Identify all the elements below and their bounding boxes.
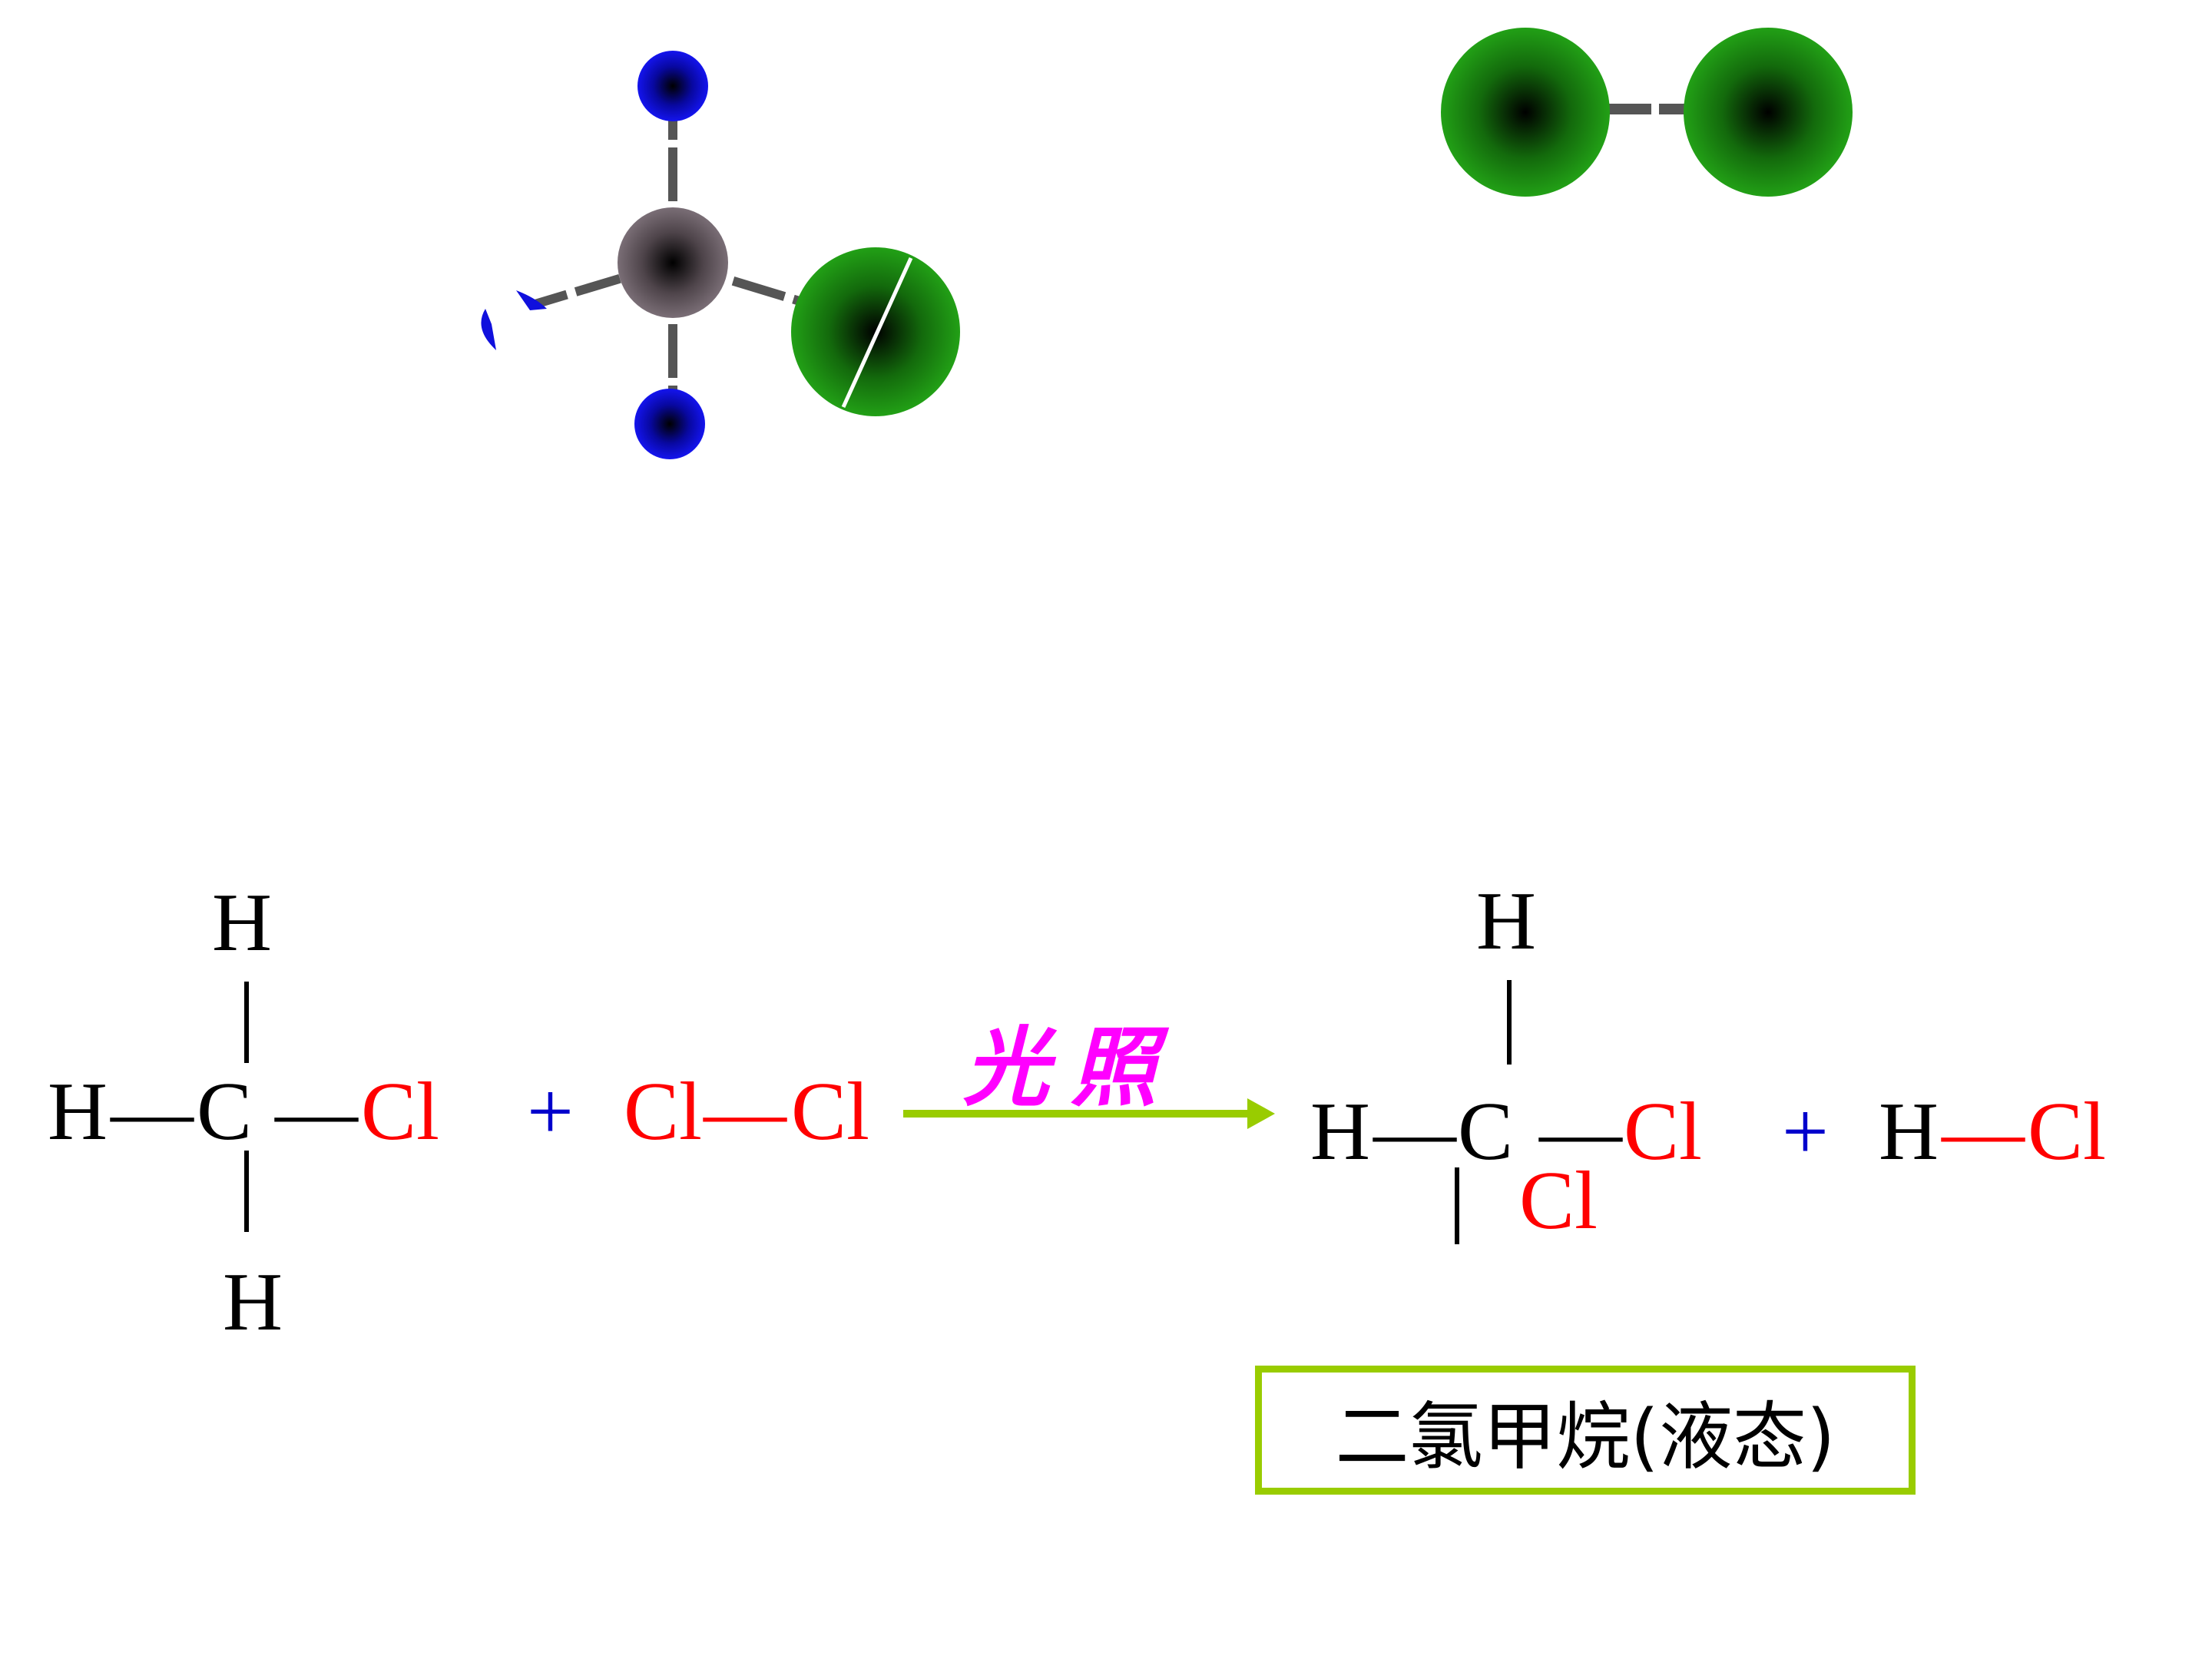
ch3cl-bond-bottom — [244, 1151, 249, 1232]
ch2cl2-chlorine-right: Cl — [1624, 1086, 1703, 1177]
product-label: 二氯甲烷(液态) — [1335, 1393, 1836, 1480]
cl2-chlorine-b: Cl — [791, 1066, 870, 1157]
cl2-chlorine-a: Cl — [624, 1066, 703, 1157]
reaction-arrow — [903, 1098, 1275, 1129]
ch2cl2-bond-bottom — [1455, 1167, 1459, 1244]
ch3cl-bond-left: — — [111, 1066, 194, 1157]
hydrogen-atom-back — [481, 290, 547, 350]
ch2cl2-chlorine-bottom: Cl — [1519, 1155, 1598, 1247]
carbon-atom — [618, 207, 728, 318]
ch2cl2-h-top: H — [1476, 876, 1536, 967]
ch3cl-h-top: H — [212, 877, 272, 969]
hcl-hydrogen: H — [1879, 1086, 1939, 1177]
ch2cl2-bond-left: — — [1373, 1086, 1456, 1177]
hcl-bond: — — [1942, 1086, 2025, 1177]
hcl-chlorine: Cl — [2028, 1086, 2107, 1177]
hydrogen-atom-bottom — [634, 389, 705, 459]
product-label-box: 二氯甲烷(液态) — [1255, 1366, 1916, 1495]
ch2cl2-bond-right: — — [1539, 1086, 1622, 1177]
hydrogen-atom-top — [637, 51, 708, 121]
ch3cl-h-left: H — [48, 1066, 108, 1157]
chlorine-molecule-model — [1441, 28, 1853, 197]
ch3cl-bond-top — [244, 982, 249, 1063]
plus-sign-2: + — [1782, 1086, 1829, 1177]
reaction-condition: 光照 — [963, 1018, 1178, 1118]
ch3cl-chlorine: Cl — [361, 1066, 440, 1157]
chlorine-atom-left — [1441, 28, 1610, 197]
cl2-bond: — — [704, 1066, 786, 1157]
plus-sign-1: + — [527, 1066, 574, 1157]
ch3cl-h-bottom: H — [223, 1257, 283, 1348]
ch2cl2-bond-top — [1507, 980, 1512, 1065]
chloromethane-model — [481, 51, 960, 459]
ch2cl2-h-left: H — [1310, 1086, 1370, 1177]
chlorine-atom-right — [1684, 28, 1853, 197]
ch3cl-carbon: C — [197, 1066, 253, 1157]
ch3cl-bond-right: — — [275, 1066, 358, 1157]
ch2cl2-carbon: C — [1458, 1086, 1514, 1177]
